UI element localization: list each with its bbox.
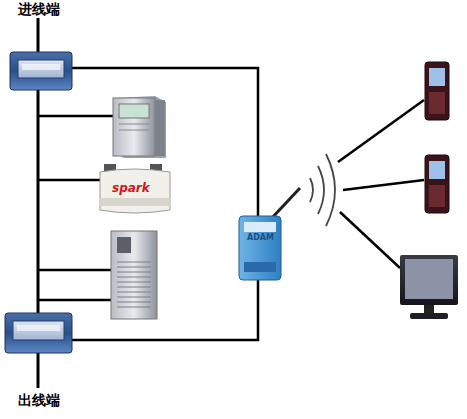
- wireless-links: [338, 100, 424, 268]
- io-module: [239, 188, 300, 280]
- meter-device: [5, 313, 72, 353]
- antenna: [270, 188, 300, 220]
- terminal-label: 进线端: [18, 1, 60, 19]
- terminal-label: 出线端: [18, 392, 60, 410]
- charger-cabinet: [113, 96, 166, 158]
- mobile-phone: [425, 155, 449, 213]
- battery: [100, 164, 170, 213]
- cabinet-cooler: [111, 231, 157, 319]
- meter-device: [10, 52, 72, 90]
- monitor: [400, 255, 458, 319]
- branch-wires: [38, 68, 258, 340]
- module-label: ADAM: [247, 233, 274, 242]
- brand-label: spark: [112, 181, 150, 195]
- mobile-phone: [425, 62, 449, 120]
- wireless-waves: [310, 154, 335, 226]
